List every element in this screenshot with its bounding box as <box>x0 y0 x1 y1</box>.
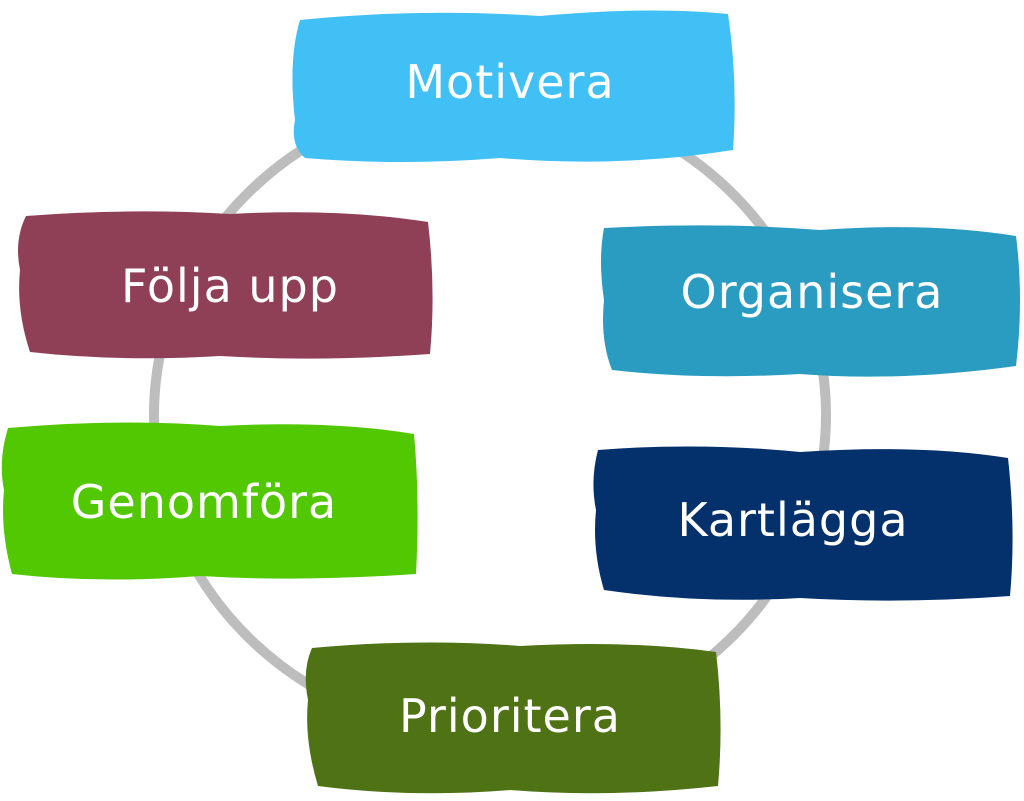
step-prioritera: Prioritera <box>305 642 721 794</box>
step-genomfora-box <box>1 422 418 580</box>
step-organisera-box <box>601 225 1020 377</box>
step-folja-upp: Följa upp <box>18 211 433 359</box>
cycle-ring <box>149 90 831 740</box>
step-motivera-label: Motivera <box>405 55 614 109</box>
step-genomfora-label: Genomföra <box>71 475 338 529</box>
step-motivera: Motivera <box>292 10 735 163</box>
step-folja-upp-label: Följa upp <box>121 259 339 313</box>
step-organisera: Organisera <box>601 225 1020 377</box>
step-kartlagga-box <box>593 446 1013 601</box>
step-folja-upp-box <box>18 211 433 359</box>
step-motivera-box <box>292 10 735 163</box>
step-genomfora: Genomföra <box>1 422 418 580</box>
step-prioritera-box <box>305 642 721 794</box>
step-kartlagga-label: Kartlägga <box>677 493 908 547</box>
step-prioritera-label: Prioritera <box>399 689 621 743</box>
step-kartlagga: Kartlägga <box>593 446 1013 601</box>
step-organisera-label: Organisera <box>681 265 944 319</box>
